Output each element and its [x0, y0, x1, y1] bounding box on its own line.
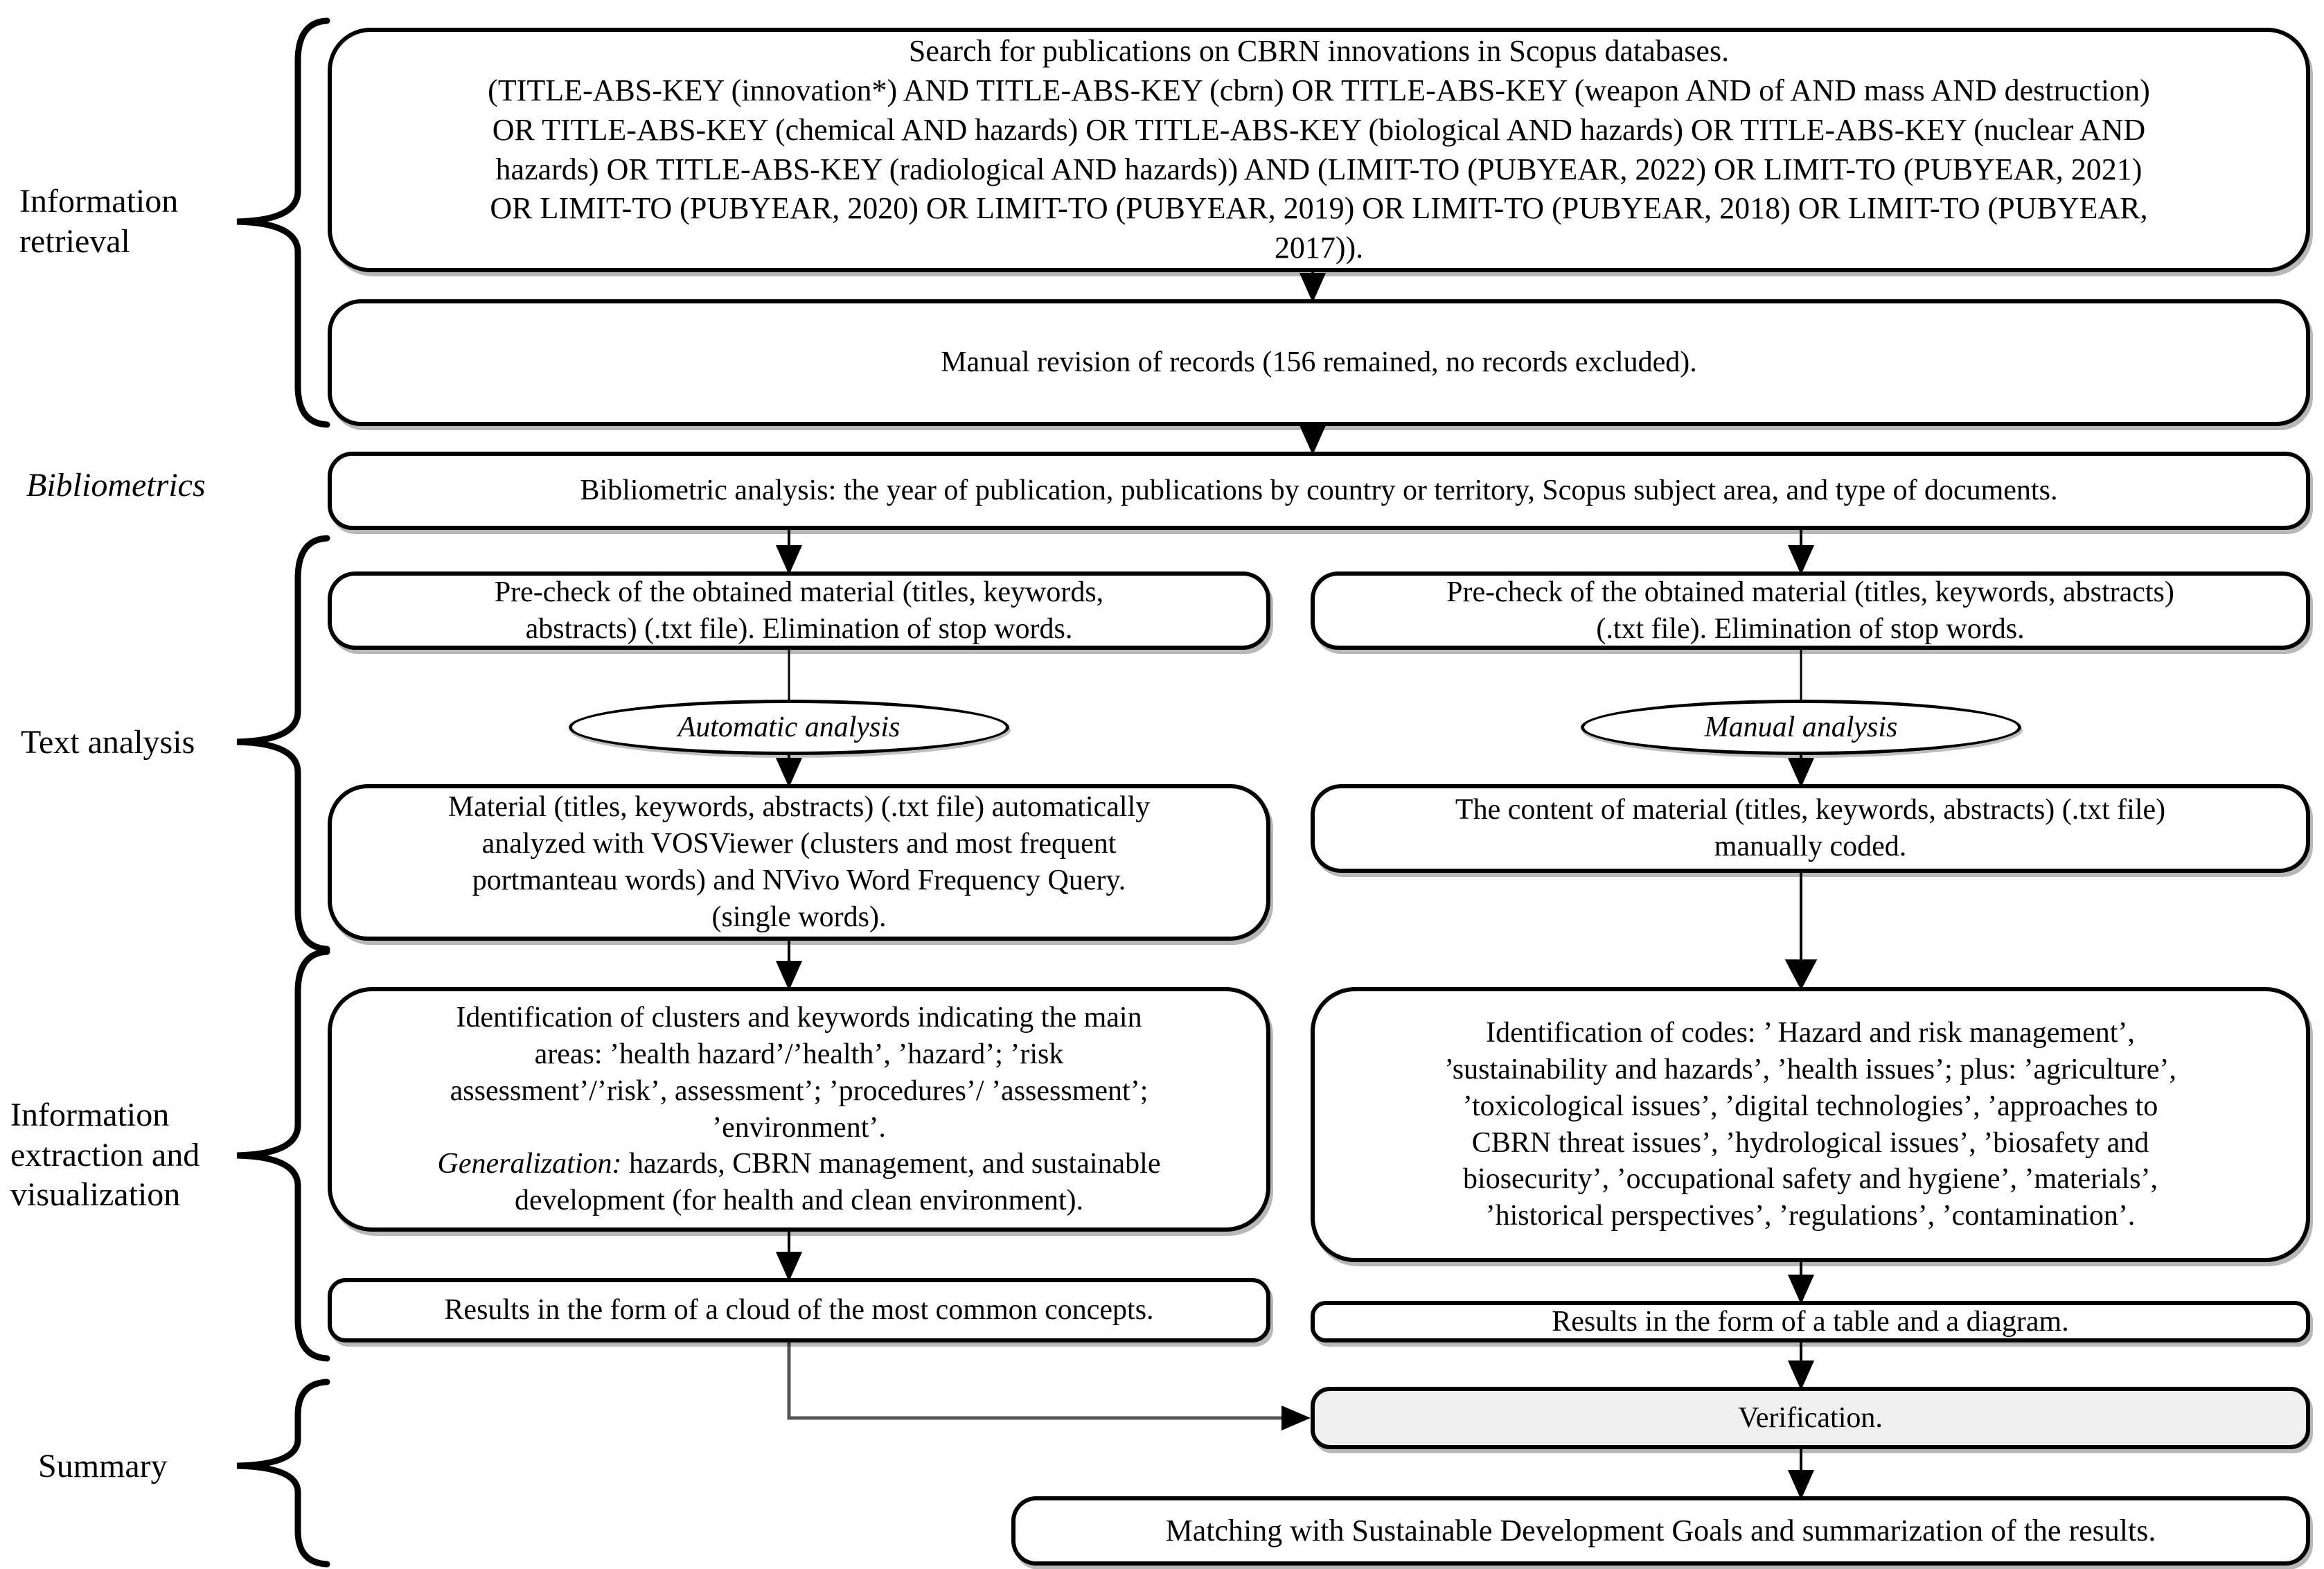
- group-braces: [236, 17, 330, 1568]
- arrow-down-icon: [775, 758, 803, 788]
- elbow-connector: [787, 1342, 1311, 1430]
- node-automatic-analysis-ellipse: Automatic analysis: [569, 700, 1009, 755]
- stage-label-text-analysis: Text analysis: [21, 724, 195, 761]
- arrow-down-icon: [1787, 1360, 1815, 1390]
- node-results-table: Results in the form of a table and a dia…: [1311, 1301, 2310, 1342]
- node-scopus-search: Search for publications on CBRN innovati…: [328, 28, 2310, 272]
- generalization-text: hazards, CBRN management, and sustainabl…: [514, 1148, 1161, 1217]
- brace-information-extraction: [236, 948, 330, 1362]
- brace-summary: [236, 1379, 330, 1568]
- brace-information-retrieval: [236, 17, 330, 428]
- node-verification: Verification.: [1311, 1387, 2310, 1449]
- node-identification-codes: Identification of codes: ’ Hazard and ri…: [1311, 987, 2310, 1262]
- node-vosviewer-analysis: Material (titles, keywords, abstracts) (…: [328, 784, 1270, 941]
- stage-label-bibliometrics: Bibliometrics: [26, 467, 206, 504]
- node-identification-clusters: Identification of clusters and keywords …: [328, 987, 1270, 1232]
- stage-label-summary: Summary: [38, 1448, 168, 1484]
- clusters-main-text: Identification of clusters and keywords …: [450, 1001, 1148, 1144]
- arrow-down-icon: [1787, 1275, 1815, 1304]
- arrow-down-icon: [1299, 425, 1327, 455]
- node-manual-analysis-ellipse: Manual analysis: [1581, 700, 2021, 755]
- brace-text-analysis: [236, 535, 330, 952]
- node-bibliometric-analysis: Bibliometric analysis: the year of publi…: [328, 452, 2310, 530]
- stage-label-information-retrieval: Information retrieval: [19, 183, 179, 260]
- arrow-down-icon: [775, 545, 803, 575]
- arrow-down-icon: [1784, 959, 1818, 991]
- node-results-cloud: Results in the form of a cloud of the mo…: [328, 1278, 1270, 1342]
- arrow-down-icon: [1787, 545, 1815, 575]
- arrow-right-icon: [1281, 1406, 1311, 1430]
- generalization-label: Generalization:: [437, 1148, 622, 1180]
- stage-label-information-extraction: Information extraction and visualization: [10, 1097, 200, 1214]
- node-precheck-automatic: Pre-check of the obtained material (titl…: [328, 571, 1270, 650]
- down-arrows: [775, 272, 1818, 1500]
- node-sdg-matching: Matching with Sustainable Development Go…: [1011, 1496, 2310, 1566]
- clusters-generalization: Generalization: hazards, CBRN management…: [438, 1146, 1161, 1219]
- node-manual-revision: Manual revision of records (156 remained…: [328, 299, 2310, 426]
- node-precheck-manual: Pre-check of the obtained material (titl…: [1311, 571, 2310, 650]
- arrow-down-icon: [1787, 1470, 1815, 1500]
- node-manually-coded: The content of material (titles, keyword…: [1311, 784, 2310, 873]
- arrow-down-icon: [1787, 758, 1815, 788]
- arrow-down-icon: [775, 1252, 803, 1282]
- arrow-down-icon: [775, 961, 803, 991]
- arrow-down-icon: [1299, 273, 1327, 303]
